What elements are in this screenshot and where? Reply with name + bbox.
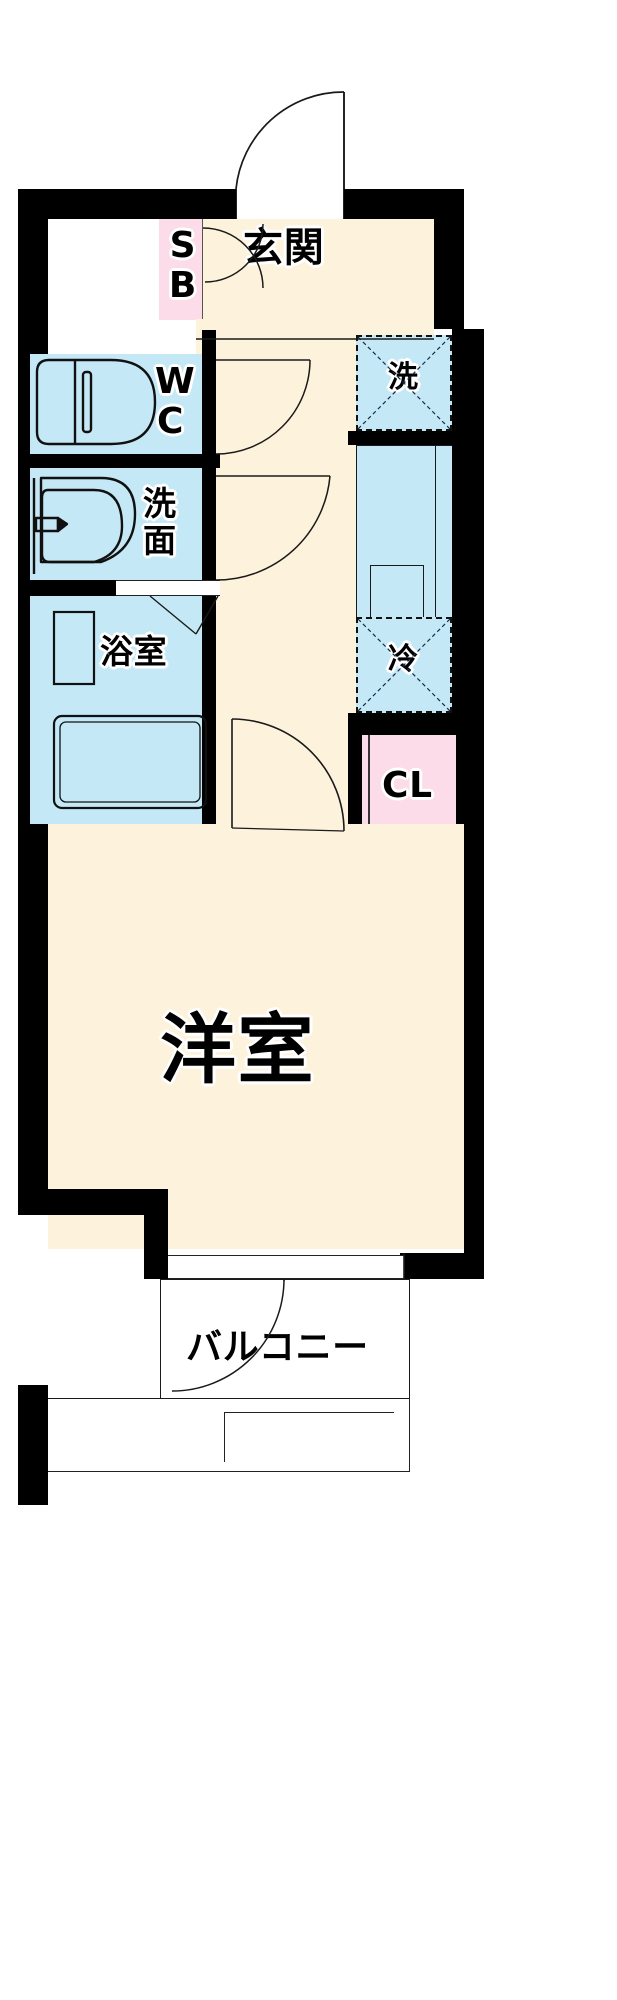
outer-wall-right-upper xyxy=(434,189,464,329)
wall-above-closet xyxy=(348,713,484,735)
washer-pan xyxy=(356,335,452,431)
wall-wc-washbasin xyxy=(18,454,220,468)
wall-wet-column-right-2 xyxy=(202,468,216,580)
shoe-box-outline xyxy=(159,219,203,320)
outer-wall-right-service xyxy=(452,329,484,719)
balcony-area xyxy=(160,1279,410,1409)
wall-bottom-left-foot xyxy=(18,1480,48,1505)
wall-left-jog xyxy=(18,1189,158,1215)
fridge-space xyxy=(356,617,452,713)
balcony-inner-step xyxy=(224,1412,394,1462)
outer-wall-right-main xyxy=(464,843,484,1273)
wc-room xyxy=(30,354,216,454)
wall-bathroom-right xyxy=(202,596,216,824)
wall-main-room-bottom-left xyxy=(144,1255,172,1279)
balcony-window xyxy=(168,1255,404,1279)
front-door-swing-icon xyxy=(235,91,345,190)
bathroom-room xyxy=(30,596,216,824)
wall-main-room-bottom-right xyxy=(400,1253,484,1279)
closet-door-line xyxy=(368,735,370,843)
shoe-box xyxy=(159,219,203,320)
bath-door-threshold xyxy=(116,580,220,596)
front-door-threshold xyxy=(236,189,344,219)
main-room-floor xyxy=(48,824,464,1249)
main-room-floor-upper-notch xyxy=(216,719,348,843)
outer-wall-left-main xyxy=(18,824,48,1189)
washbasin-room xyxy=(30,468,216,580)
wall-closet-left xyxy=(348,713,362,859)
wall-under-washer xyxy=(348,431,464,445)
wall-wet-column-right xyxy=(202,330,216,454)
